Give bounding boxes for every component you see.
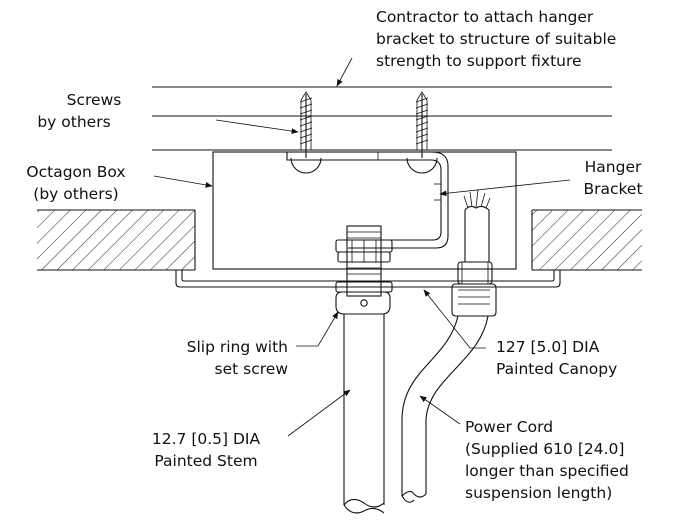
label-canopy-line-2: Painted Canopy [496, 360, 617, 378]
label-contractor-line-2: bracket to structure of suitable [376, 30, 616, 48]
label-octagon-line-2: (by others) [33, 185, 118, 203]
hanger-bracket [286, 151, 449, 249]
label-octagon: Octagon Box (by others) [26, 163, 125, 203]
label-canopy-line-1: 127 [5.0] DIA [496, 338, 600, 356]
screw-left [299, 91, 313, 158]
label-hanger: Hanger Bracket [583, 158, 642, 198]
structure-lines [152, 86, 612, 151]
label-contractor-line-1: Contractor to attach hanger [376, 8, 594, 26]
label-hanger-line-2: Bracket [583, 180, 642, 198]
label-stem-line-1: 12.7 [0.5] DIA [152, 430, 261, 448]
label-stem: 12.7 [0.5] DIA Painted Stem [152, 430, 261, 470]
label-slip-ring-line-1: Slip ring with [187, 338, 288, 356]
canopy [175, 270, 561, 288]
label-hanger-line-1: Hanger [585, 158, 642, 176]
label-power-cord-line-1: Power Cord [465, 418, 553, 436]
label-contractor-line-3: strength to support fixture [376, 52, 582, 70]
leader-lines [153, 57, 571, 437]
label-screws-line-1: Screws [67, 91, 122, 109]
label-slip-ring-line-2: set screw [215, 360, 289, 378]
label-stem-line-2: Painted Stem [154, 452, 257, 470]
label-screws-line-2: by others [37, 113, 110, 131]
label-screws: Screws by others [37, 91, 121, 131]
power-cord [401, 189, 491, 503]
label-octagon-line-1: Octagon Box [26, 163, 125, 181]
label-power-cord: Power Cord (Supplied 610 [24.0] longer t… [465, 418, 629, 502]
screw-right [415, 91, 429, 158]
label-canopy: 127 [5.0] DIA Painted Canopy [496, 338, 617, 378]
ceiling-hatch-left [37, 210, 195, 270]
ceiling-hatch-right [532, 210, 642, 270]
slip-ring [335, 291, 391, 315]
threaded-nipple [335, 225, 393, 297]
label-contractor: Contractor to attach hanger bracket to s… [376, 8, 616, 70]
label-slip-ring: Slip ring with set screw [187, 338, 289, 378]
strain-relief [451, 261, 497, 317]
stem [343, 314, 385, 514]
label-power-cord-line-3: longer than specified [465, 462, 629, 480]
label-power-cord-line-2: (Supplied 610 [24.0] [465, 440, 624, 458]
label-power-cord-line-4: suspension length) [465, 484, 612, 502]
